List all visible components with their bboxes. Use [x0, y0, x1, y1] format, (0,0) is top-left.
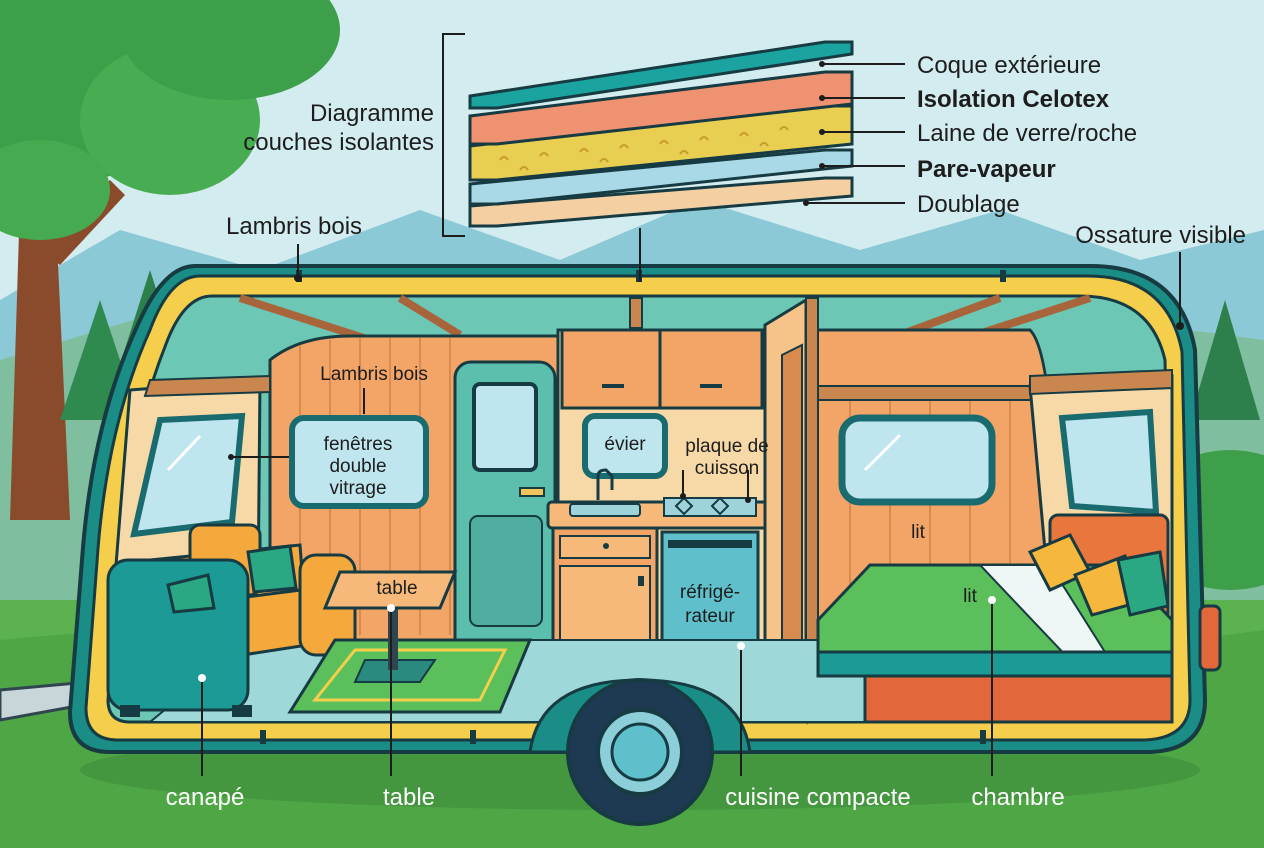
layer-label-glass-wool: Laine de verre/roche: [917, 120, 1137, 147]
label-cooktop-line2: cuisson: [695, 458, 759, 479]
label-windows-box: fenêtres double vitrage: [289, 415, 429, 509]
label-sink: évier: [604, 434, 646, 455]
diagram-heading-line1: Diagramme: [310, 100, 434, 127]
insulation-layer-stack: [442, 33, 854, 282]
label-bed-upper: lit: [911, 522, 925, 543]
label-fridge-line2: rateur: [685, 606, 735, 627]
label-dots-white: [198, 596, 996, 682]
tree: [0, 0, 340, 520]
layer-label-celotex: Isolation Celotex: [917, 86, 1110, 113]
layer-label-lining: Doublage: [917, 191, 1020, 218]
bottom-label-sofa: canapé: [166, 784, 245, 811]
diagram-heading-line2: couches isolantes: [243, 129, 434, 156]
label-windows-line1: fenêtres: [324, 434, 393, 455]
label-table-inner: table: [376, 578, 417, 599]
wheel: [528, 678, 752, 826]
label-fridge-line1: réfrigé-: [680, 582, 740, 603]
label-lambris-inner: Lambris bois: [320, 364, 428, 385]
label-windows-line3: vitrage: [329, 478, 386, 499]
bottom-label-table: table: [383, 784, 435, 811]
bottom-label-kitchen: cuisine compacte: [725, 784, 910, 811]
bed: [816, 513, 1222, 724]
label-cooktop-line1: plaque de: [685, 436, 768, 457]
label-ossature: Ossature visible: [1075, 222, 1246, 249]
bottom-label-bedroom: chambre: [971, 784, 1064, 811]
table-and-rug: [287, 570, 533, 714]
layer-label-vapour-barrier: Pare-vapeur: [917, 156, 1056, 183]
label-lambris-top: Lambris bois: [226, 213, 362, 240]
label-windows-line2: double: [329, 456, 386, 477]
leader-lines: [201, 63, 1181, 776]
label-bed-lower: lit: [963, 586, 977, 607]
leader-dots: [228, 61, 1184, 503]
layer-label-exterior-shell: Coque extérieure: [917, 52, 1101, 79]
caravan-body: [67, 264, 1222, 826]
